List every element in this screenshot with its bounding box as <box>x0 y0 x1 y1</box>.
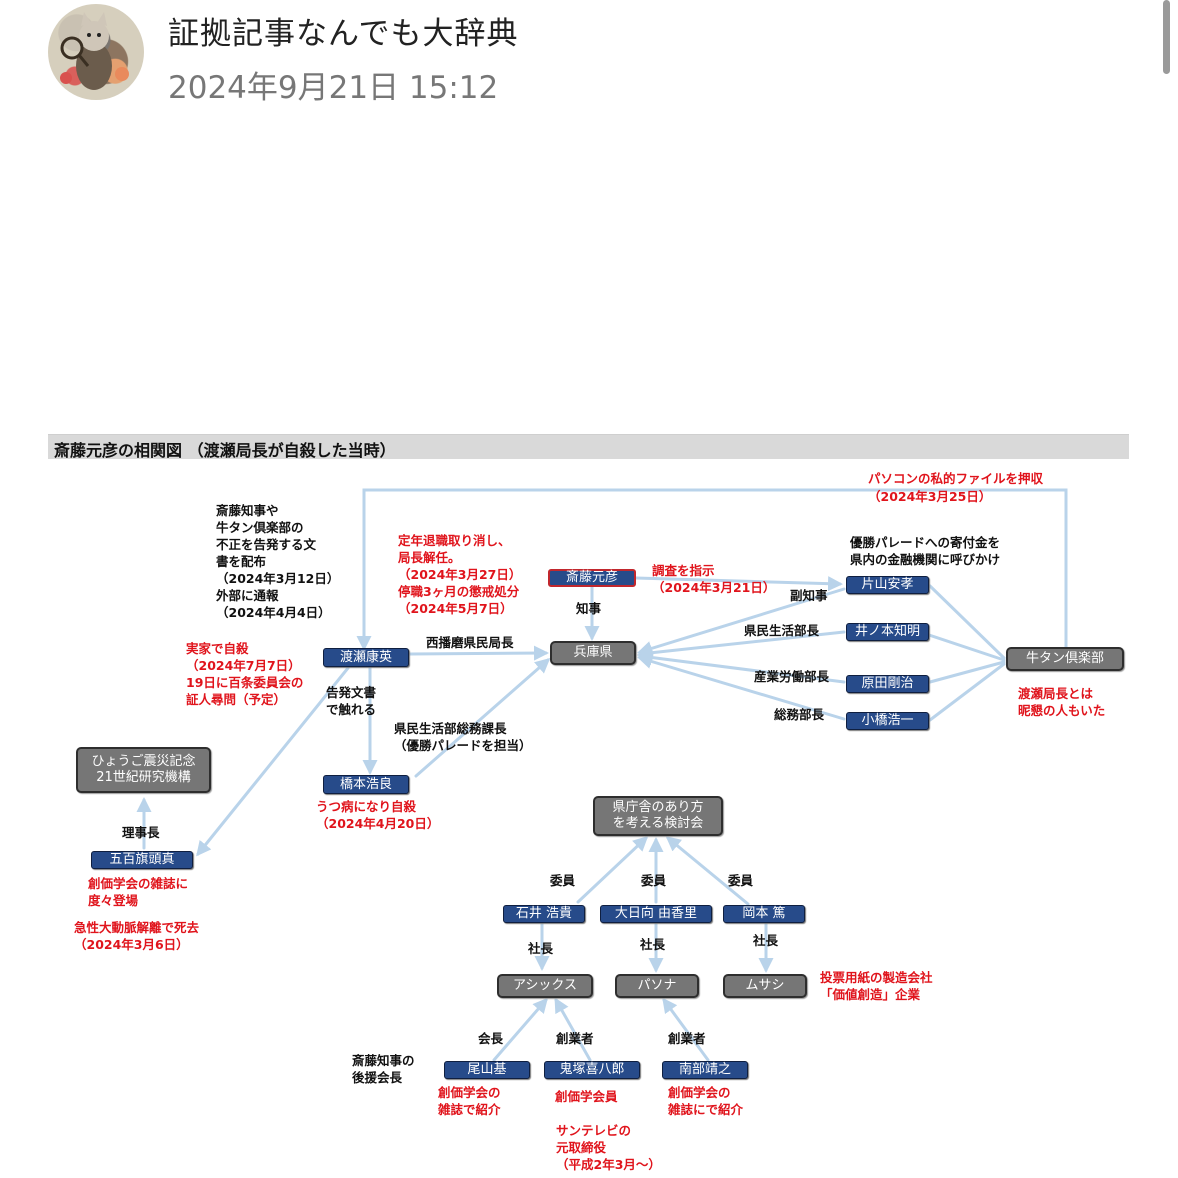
label-utsu: うつ病になり自殺 （2024年4月20日） <box>316 799 440 831</box>
label-sokagakkai1: 創価学会の雑誌に 度々登場 <box>88 876 189 908</box>
label-bunsho: 告発文書 で触れる <box>326 685 377 717</box>
node-asics[interactable]: アシックス <box>497 974 593 998</box>
label-chousa: 調査を指示 （2024年3月21日） <box>652 563 776 595</box>
arrow-harada-hyogo <box>637 650 846 684</box>
arrow-watase-iokibe <box>196 666 350 857</box>
node-kohashi[interactable]: 小橋浩一 <box>846 712 929 730</box>
label-suntv: サンテレビの 元取締役 （平成2年3月〜） <box>556 1123 661 1172</box>
label-nanbu-note: 創価学会の 雑誌にで紹介 <box>668 1085 744 1117</box>
arrow-oyama-asics <box>492 997 548 1062</box>
node-oyama[interactable]: 尾山基 <box>444 1061 530 1079</box>
label-pc-seized: パソコンの私的ファイルを押収 <box>868 471 1044 486</box>
label-musashi-note: 投票用紙の製造会社 「価値創造」企業 <box>820 970 933 1002</box>
node-nanbu[interactable]: 南部靖之 <box>662 1061 748 1079</box>
line-harada-gyutan <box>928 660 1006 684</box>
label-onitsuka-note: 創価学会員 <box>555 1089 618 1104</box>
label-koenkai: 斎藤知事の 後援会長 <box>352 1053 415 1085</box>
author-name[interactable]: 証拠記事なんでも大辞典 <box>168 16 519 52</box>
arrow-watase-hyogo <box>408 645 549 661</box>
cat-detective-icon <box>60 12 129 90</box>
label-yusho: 優勝パレードへの寄付金を 県内の金融機関に呼びかけ <box>850 535 1001 567</box>
label-chiji: 知事 <box>576 601 602 616</box>
node-watase[interactable]: 渡瀬康英 <box>323 648 409 667</box>
node-ohinata[interactable]: 大日向 由香里 <box>600 905 712 923</box>
arrow-hashimoto-hyogo <box>414 658 551 778</box>
label-sogyo2: 創業者 <box>668 1031 706 1046</box>
label-kokuhatsu: 斎藤知事や 牛タン倶楽部の 不正を告発する文 書を配布 （2024年3月12日）… <box>216 503 340 620</box>
label-shacho3: 社長 <box>753 933 779 948</box>
arrow-onitsuka-asics <box>554 997 592 1062</box>
node-onitsuka[interactable]: 鬼塚喜八郎 <box>544 1061 640 1079</box>
label-nishiharima: 西播磨県民局長 <box>426 635 514 650</box>
node-gyutan[interactable]: 牛タン倶楽部 <box>1006 647 1124 671</box>
node-iokibe[interactable]: 五百旗頭真 <box>91 851 193 869</box>
label-suicide: 実家で自殺 （2024年7月7日） 19日に百条委員会の 証人尋問（予定） <box>186 641 304 707</box>
figure-title-bar: 斎藤元彦の相関図 （渡瀬局長が自殺した当時） <box>48 434 1129 460</box>
arrow-ishii-kentosha <box>576 835 649 904</box>
diagram-connectors <box>136 488 1068 1062</box>
node-katayama[interactable]: 片山安孝 <box>846 576 929 594</box>
label-pc-date: （2024年3月25日） <box>868 489 992 504</box>
node-okamoto[interactable]: 岡本 篤 <box>723 905 805 923</box>
post-header: 証拠記事なんでも大辞典 2024年9月21日 15:12 <box>0 0 1178 110</box>
label-kyusei: 急性大動脈解離で死去 （2024年3月6日） <box>74 920 200 952</box>
arrow-okamoto-kentosha <box>665 836 750 906</box>
label-kaicho: 会長 <box>478 1031 504 1046</box>
label-fukuchiji: 副知事 <box>790 588 828 603</box>
label-iin2: 委員 <box>641 873 667 888</box>
label-sangyo: 産業労働部長 <box>754 669 830 684</box>
arrow-inomoto-hyogo <box>637 630 846 661</box>
label-sogyo1: 創業者 <box>556 1031 594 1046</box>
node-saito[interactable]: 斎藤元彦 <box>548 569 636 587</box>
label-somu: 総務部長 <box>774 707 825 722</box>
label-iin1: 委員 <box>550 873 576 888</box>
node-kentosha[interactable]: 県庁舎のあり方 を考える検討会 <box>593 796 723 836</box>
author-avatar[interactable] <box>48 4 144 100</box>
node-pasona[interactable]: パソナ <box>615 974 699 998</box>
node-inomoto[interactable]: 井ノ本知明 <box>846 623 929 641</box>
scrollbar[interactable] <box>1163 0 1170 74</box>
line-katayama-gyutan <box>928 584 1006 660</box>
label-shacho2: 社長 <box>640 937 666 952</box>
line-kohashi-gyutan <box>928 662 1006 722</box>
label-oyama-note: 創価学会の 雑誌で紹介 <box>438 1085 501 1117</box>
arrow-nanbu-pasona <box>662 997 710 1062</box>
label-iin3: 委員 <box>728 873 754 888</box>
arrow-kohashi-hyogo <box>637 654 846 721</box>
line-inomoto-gyutan <box>918 630 1006 662</box>
node-musashi[interactable]: ムサシ <box>723 974 807 998</box>
post-date: 2024年9月21日 15:12 <box>168 70 499 106</box>
node-ishii[interactable]: 石井 浩貴 <box>503 905 585 923</box>
node-hyogo[interactable]: 兵庫県 <box>550 641 636 665</box>
label-dismissal: 定年退職取り消し、 局長解任。 （2024年3月27日） 停職3ヶ月の懲戒処分 … <box>398 533 522 616</box>
label-rijicho: 理事長 <box>122 825 160 840</box>
arrow-gyutan-watase <box>356 488 1068 651</box>
arrow-katayama-hyogo <box>637 587 846 656</box>
arrow-saito-katayama <box>634 576 843 592</box>
node-kikou[interactable]: ひょうご震災記念 21世紀研究機構 <box>76 747 211 793</box>
node-hashimoto[interactable]: 橋本浩良 <box>323 775 409 794</box>
figure-title: 斎藤元彦の相関図 （渡瀬局長が自殺した当時） <box>54 441 396 460</box>
node-harada[interactable]: 原田剛治 <box>846 675 929 693</box>
label-kenmin-bucho: 県民生活部長 <box>744 623 820 638</box>
correlation-diagram: 斎藤元彦の相関図 （渡瀬局長が自殺した当時） <box>48 434 1129 1178</box>
label-watase-enemy: 渡瀬局長とは 昵懇の人もいた <box>1018 686 1106 718</box>
label-somu-kacho: 県民生活部総務課長 （優勝パレードを担当） <box>394 721 532 753</box>
label-shacho1: 社長 <box>528 941 554 956</box>
